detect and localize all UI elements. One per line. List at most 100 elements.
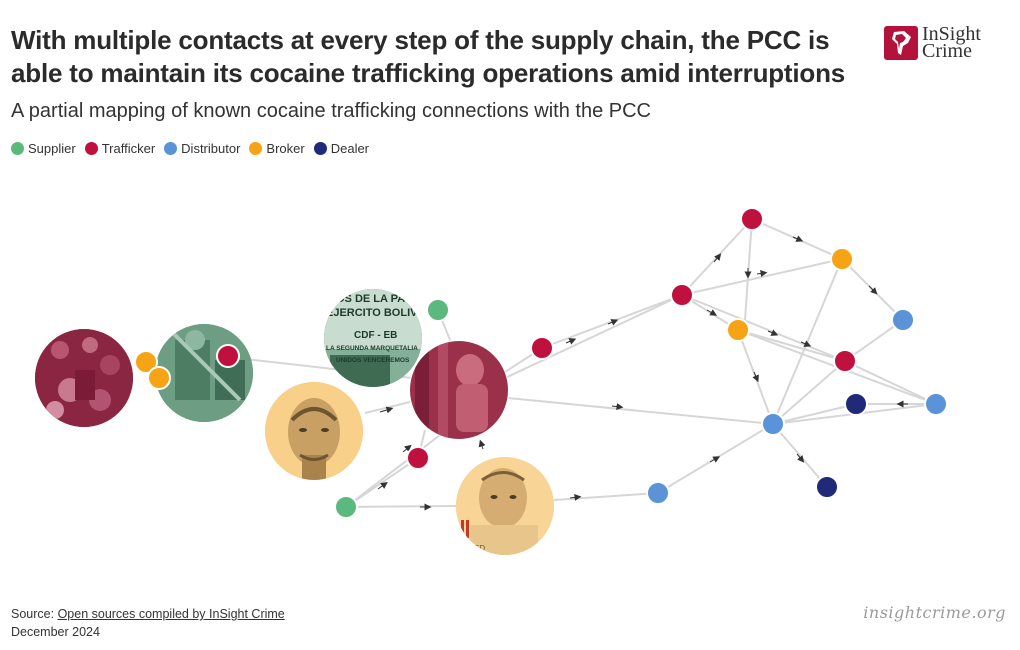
- trafficker-node[interactable]: [216, 344, 240, 368]
- legend-dot-dealer: [313, 142, 327, 155]
- badge-text: ED: [474, 544, 485, 553]
- photo-node-group-sign[interactable]: OS DE LA PA EJERCITO BOLIVA CDF - EB LA …: [324, 289, 425, 390]
- legend-dot-distributor: [164, 142, 178, 155]
- legend-item-dealer: Dealer: [313, 141, 370, 156]
- arrow: [792, 235, 804, 242]
- chart-title: With multiple contacts at every step of …: [11, 25, 846, 88]
- photo-node-group-man-bald[interactable]: [265, 382, 363, 485]
- arrow: [607, 319, 619, 326]
- legend-label-dealer: Dealer: [330, 141, 370, 156]
- edge: [553, 492, 659, 501]
- legend: Supplier Trafficker Distributor Broker D…: [11, 141, 378, 156]
- supplier-node[interactable]: [334, 495, 358, 519]
- legend-dot-broker: [249, 142, 263, 155]
- arrow: [706, 309, 718, 316]
- legend-dot-trafficker: [84, 142, 98, 155]
- trafficker-node[interactable]: [833, 349, 857, 373]
- arrow: [402, 444, 412, 453]
- logo-text: InSight Crime: [922, 23, 981, 62]
- logo-map-icon: [884, 26, 918, 60]
- source-note: Source: Open sources compiled by InSight…: [11, 605, 285, 641]
- portrait-2-texture: ED: [456, 457, 554, 555]
- chart-subtitle: A partial mapping of known cocaine traff…: [11, 100, 651, 122]
- crowd-photo-texture: [35, 329, 133, 427]
- trafficker-node[interactable]: [530, 336, 554, 360]
- nodes: [134, 207, 948, 519]
- photo-node-group-man-2[interactable]: ED: [456, 457, 554, 560]
- source-prefix: Source:: [11, 607, 58, 621]
- distributor-node[interactable]: [646, 481, 670, 505]
- arrow: [377, 481, 388, 490]
- sign-text-1: OS DE LA PA: [336, 293, 405, 305]
- dealer-node[interactable]: [815, 475, 839, 499]
- edge: [681, 218, 753, 296]
- logo-text-line1: InSight: [922, 23, 981, 45]
- edge: [772, 360, 846, 425]
- dealer-node[interactable]: [844, 392, 868, 416]
- sign-text-5: UNIDOS VENCEREMOS: [336, 357, 410, 364]
- legend-item-supplier: Supplier: [11, 141, 76, 156]
- distributor-node[interactable]: [924, 392, 948, 416]
- photo-node-group-central[interactable]: [409, 340, 509, 440]
- source-link[interactable]: Open sources compiled by InSight Crime: [57, 607, 285, 621]
- logo-text-line2: Crime: [922, 40, 972, 62]
- legend-item-distributor: Distributor: [164, 141, 240, 156]
- legend-label-trafficker: Trafficker: [101, 141, 156, 156]
- supplier-node[interactable]: [426, 298, 450, 322]
- broker-node[interactable]: [147, 366, 171, 390]
- sign-text-3: CDF - EB: [354, 330, 397, 341]
- edge: [504, 294, 683, 379]
- arrow: [379, 406, 394, 414]
- edge: [737, 329, 774, 425]
- edge: [772, 258, 843, 425]
- edge: [507, 397, 774, 425]
- sign-photo-texture: OS DE LA PA EJERCITO BOLIVA CDF - EB LA …: [324, 289, 425, 387]
- legend-dot-supplier: [11, 142, 24, 155]
- sign-text-2: EJERCITO BOLIVA: [326, 307, 425, 319]
- trafficker-node[interactable]: [670, 283, 694, 307]
- arrow: [569, 493, 582, 501]
- guerrilla-photo-texture: [155, 324, 253, 422]
- arrow: [767, 329, 779, 336]
- arrow: [709, 456, 721, 463]
- insight-crime-logo[interactable]: InSight Crime: [884, 23, 981, 62]
- legend-item-broker: Broker: [249, 141, 305, 156]
- arrow: [756, 270, 768, 277]
- broker-node[interactable]: [134, 350, 158, 374]
- edge: [541, 294, 683, 349]
- arrows: [377, 235, 908, 511]
- edge: [364, 401, 411, 414]
- legend-label-distributor: Distributor: [181, 141, 241, 156]
- edge: [681, 258, 843, 296]
- arrow: [752, 371, 759, 383]
- portrait-1-texture: [265, 382, 363, 480]
- trafficker-node[interactable]: [406, 446, 430, 470]
- distributor-node[interactable]: [761, 412, 785, 436]
- site-url[interactable]: insightcrime.org: [863, 603, 1006, 622]
- edge: [681, 294, 846, 362]
- trafficker-node[interactable]: [740, 207, 764, 231]
- edge: [844, 360, 937, 405]
- arrow: [565, 338, 577, 345]
- legend-label-broker: Broker: [266, 141, 305, 156]
- photo-node-group-left[interactable]: [35, 329, 133, 427]
- distributor-node[interactable]: [891, 308, 915, 332]
- date-label: December 2024: [11, 625, 100, 639]
- edge: [772, 403, 857, 425]
- arrow: [800, 340, 812, 347]
- arrow: [796, 453, 805, 463]
- edge: [345, 434, 441, 508]
- arrow: [478, 439, 486, 450]
- broker-node[interactable]: [830, 247, 854, 271]
- edge: [772, 423, 828, 488]
- legend-label-supplier: Supplier: [28, 141, 76, 156]
- arrow: [868, 285, 878, 295]
- legend-item-trafficker: Trafficker: [84, 141, 156, 156]
- sign-text-4: LA SEGUNDA MARQUETALIA: [326, 345, 418, 352]
- edge: [737, 329, 846, 362]
- arrow: [713, 253, 722, 263]
- arrow: [611, 403, 624, 411]
- edge: [345, 505, 457, 508]
- broker-node[interactable]: [726, 318, 750, 342]
